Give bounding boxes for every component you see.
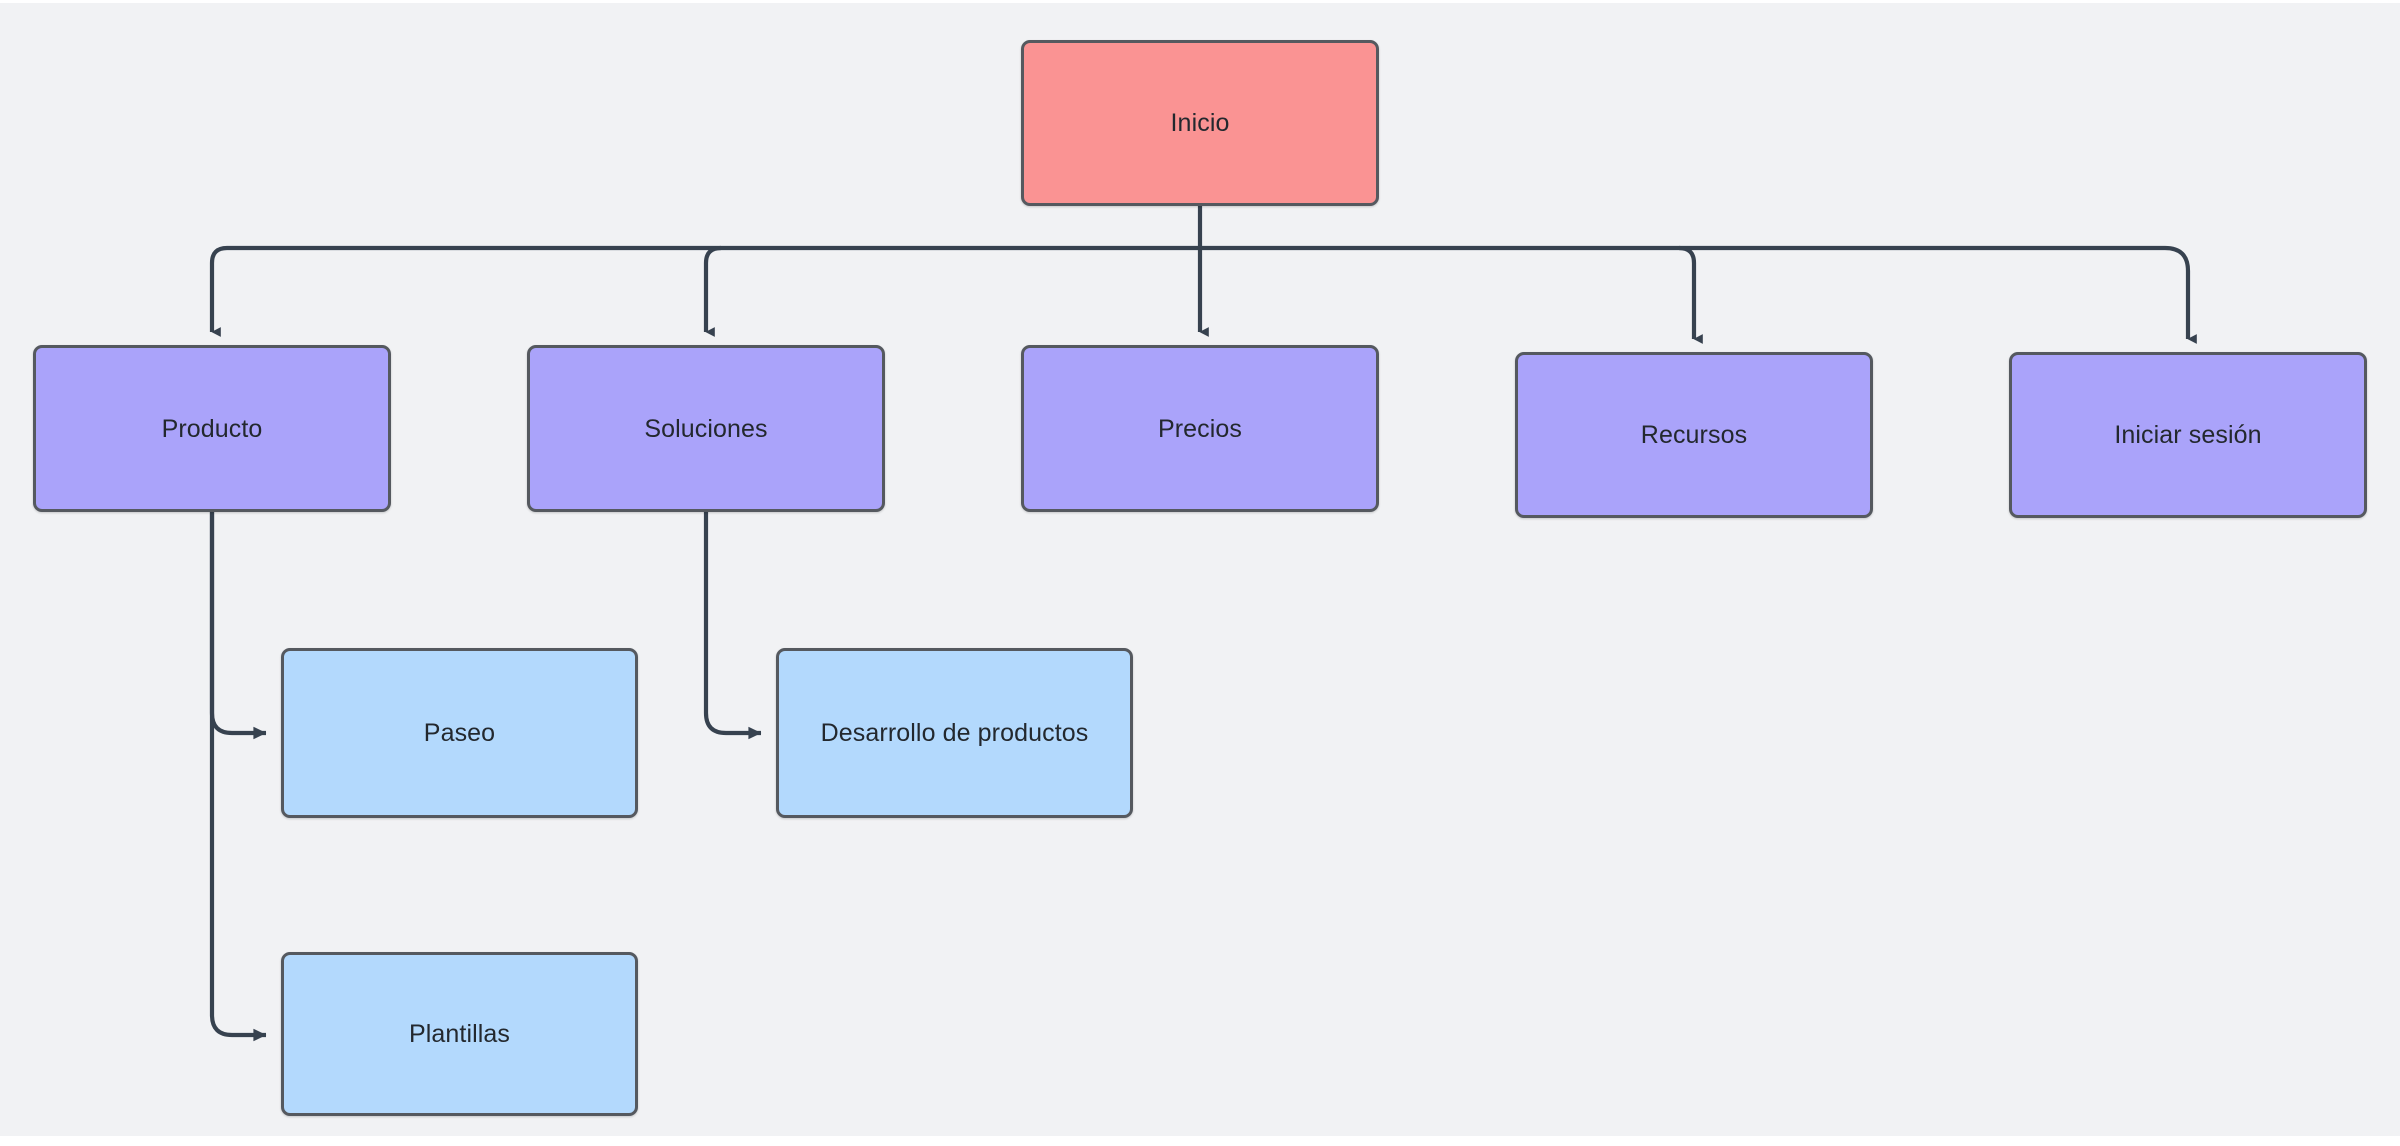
node-label-iniciar-sesion: Iniciar sesión [2114, 421, 2262, 449]
node-plantillas[interactable]: Plantillas [281, 952, 638, 1116]
node-label-soluciones: Soluciones [644, 414, 768, 443]
edge-producto-plantillas [209, 512, 267, 1042]
edge-inicio-recursos [1678, 245, 1703, 344]
node-precios[interactable]: Precios [1021, 345, 1379, 512]
edge-producto-paseo [209, 512, 267, 740]
edge-soluciones-desarrollo [703, 512, 762, 740]
node-label-precios: Precios [1157, 414, 1243, 443]
node-label-paseo: Paseo [423, 719, 496, 747]
node-label-desarrollo-de-productos: Desarrollo de productos [820, 719, 1089, 747]
node-soluciones[interactable]: Soluciones [527, 345, 885, 512]
canvas-bottom-margin [0, 1136, 2400, 1146]
node-label-recursos: Recursos [1640, 421, 1748, 449]
node-label-inicio: Inicio [1170, 109, 1230, 137]
node-inicio[interactable]: Inicio [1021, 40, 1379, 206]
node-label-producto: Producto [161, 414, 263, 443]
canvas-top-margin [0, 0, 2400, 3]
node-producto[interactable]: Producto [33, 345, 391, 512]
node-desarrollo-de-productos[interactable]: Desarrollo de productos [776, 648, 1133, 818]
node-paseo[interactable]: Paseo [281, 648, 638, 818]
edge-inicio-login [2164, 245, 2197, 344]
node-recursos[interactable]: Recursos [1515, 352, 1873, 518]
node-iniciar-sesion[interactable]: Iniciar sesión [2009, 352, 2367, 518]
node-label-plantillas: Plantillas [408, 1020, 511, 1048]
edge-inicio-soluciones [703, 245, 722, 337]
edge-inicio-producto [209, 245, 228, 337]
